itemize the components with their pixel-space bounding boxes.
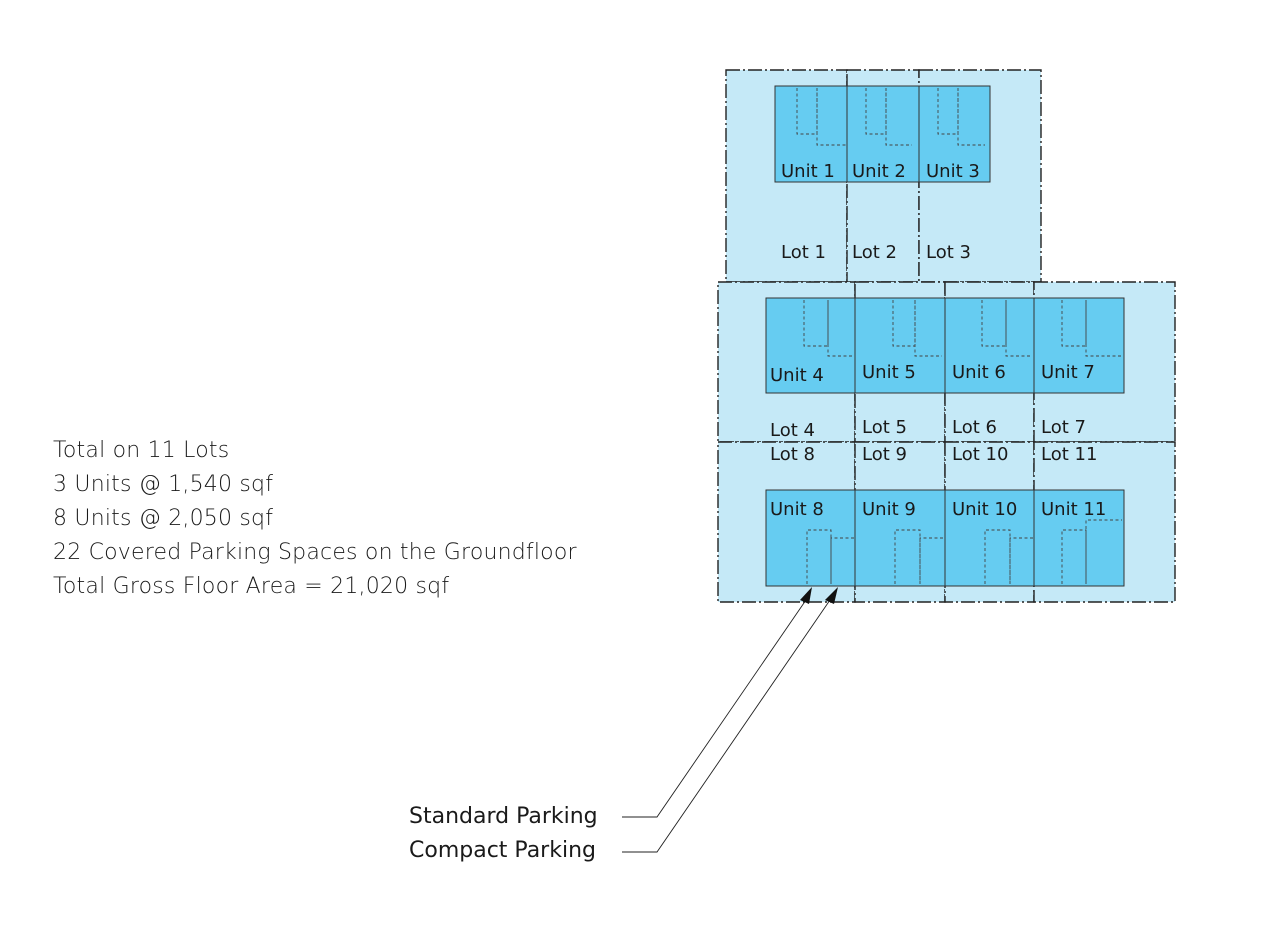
unit-7 bbox=[1033, 297, 1125, 394]
unit-label-4: Unit 4 bbox=[770, 365, 824, 386]
unit-5 bbox=[854, 297, 946, 394]
lot-label-1: Lot 1 bbox=[781, 242, 826, 263]
standard-parking-arrow-icon bbox=[800, 587, 812, 604]
unit-label-11: Unit 11 bbox=[1041, 499, 1106, 520]
lot-label-11: Lot 11 bbox=[1041, 444, 1097, 465]
parking-leaders bbox=[622, 587, 838, 853]
lot-label-6: Lot 6 bbox=[952, 417, 997, 438]
standard-parking-leader bbox=[622, 599, 807, 818]
lot-label-8: Lot 8 bbox=[770, 444, 815, 465]
unit-labels: Unit 1 Unit 2 Unit 3 Unit 4 Unit 5 Unit … bbox=[770, 161, 1106, 520]
unit-label-1: Unit 1 bbox=[781, 161, 835, 182]
summary-units-2050: 8 Units @ 2,050 sqf bbox=[53, 506, 274, 531]
summary-total-lots: Total on 11 Lots bbox=[53, 438, 230, 463]
unit-label-9: Unit 9 bbox=[862, 499, 916, 520]
legend-standard-parking: Standard Parking bbox=[409, 804, 598, 829]
unit-label-5: Unit 5 bbox=[862, 362, 916, 383]
unit-4 bbox=[765, 297, 856, 394]
unit-11 bbox=[1033, 489, 1125, 587]
compact-parking-arrow-icon bbox=[825, 587, 838, 604]
summary-units-1540: 3 Units @ 1,540 sqf bbox=[53, 472, 274, 497]
unit-label-8: Unit 8 bbox=[770, 499, 824, 520]
lot-label-9: Lot 9 bbox=[862, 444, 907, 465]
lot-label-4: Lot 4 bbox=[770, 420, 815, 441]
lot-label-7: Lot 7 bbox=[1041, 417, 1086, 438]
lot-label-3: Lot 3 bbox=[926, 242, 971, 263]
units-layer bbox=[765, 85, 1125, 587]
lot-label-5: Lot 5 bbox=[862, 417, 907, 438]
unit-label-10: Unit 10 bbox=[952, 499, 1017, 520]
unit-label-7: Unit 7 bbox=[1041, 362, 1095, 383]
unit-1 bbox=[774, 85, 848, 183]
unit-label-2: Unit 2 bbox=[852, 161, 906, 182]
parking-legend: Standard Parking Compact Parking bbox=[409, 804, 598, 863]
unit-label-6: Unit 6 bbox=[952, 362, 1006, 383]
interior-outlines bbox=[796, 88, 1122, 584]
legend-compact-parking: Compact Parking bbox=[409, 838, 596, 863]
unit-6 bbox=[944, 297, 1035, 394]
summary-parking: 22 Covered Parking Spaces on the Groundf… bbox=[53, 540, 577, 565]
lot-label-10: Lot 10 bbox=[952, 444, 1008, 465]
compact-parking-leader bbox=[622, 599, 831, 853]
site-summary: Total on 11 Lots 3 Units @ 1,540 sqf 8 U… bbox=[53, 434, 577, 604]
lot-label-2: Lot 2 bbox=[852, 242, 897, 263]
summary-gross-floor-area: Total Gross Floor Area = 21,020 sqf bbox=[53, 574, 450, 599]
unit-label-3: Unit 3 bbox=[926, 161, 980, 182]
lot-labels: Lot 1 Lot 2 Lot 3 Lot 4 Lot 5 Lot 6 Lot … bbox=[770, 242, 1097, 465]
